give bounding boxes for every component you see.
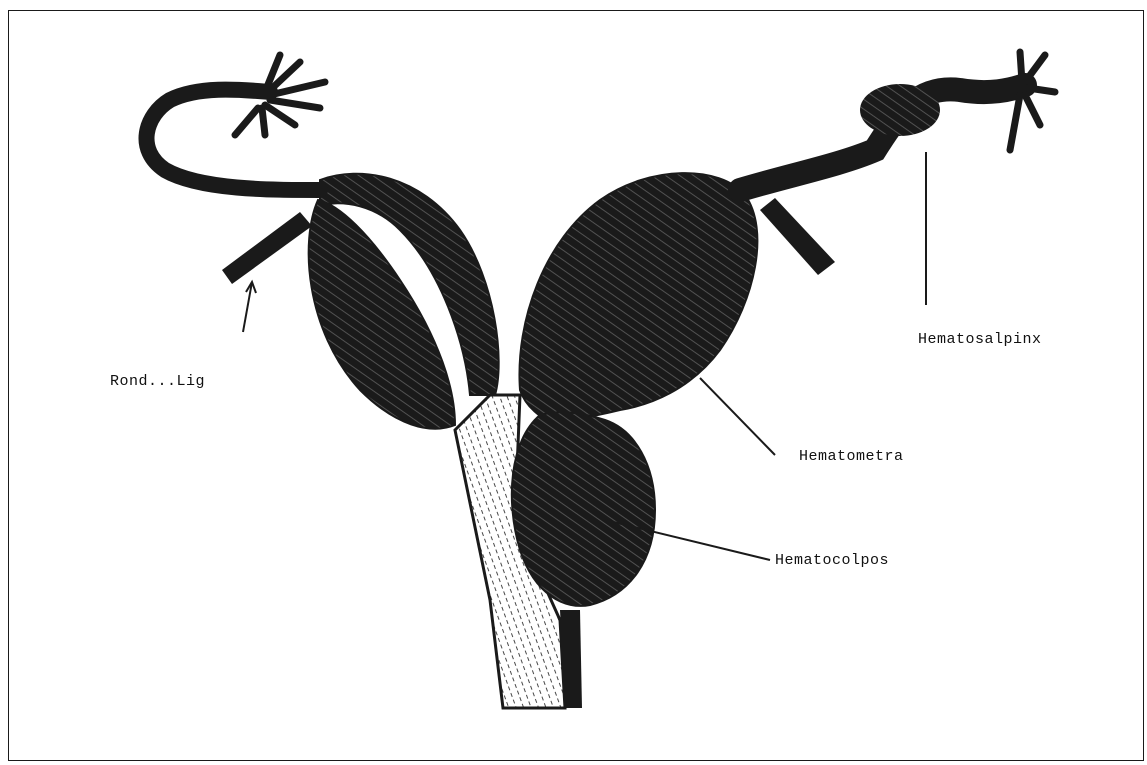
hematometra-leader — [700, 378, 775, 455]
hematometra-shape — [519, 173, 757, 425]
right-fimbriae — [1010, 52, 1055, 150]
round-ligament-label: Rond...Lig — [110, 373, 205, 390]
hematosalpinx-bulge — [860, 84, 940, 136]
hematocolpos-shape — [512, 412, 655, 606]
right-round-ligament — [760, 198, 835, 275]
left-round-ligament — [222, 212, 312, 284]
round-ligament-arrow — [243, 282, 256, 332]
hematocolpos-label: Hematocolpos — [775, 552, 889, 569]
hematosalpinx-label: Hematosalpinx — [918, 331, 1042, 348]
hematometra-label: Hematometra — [799, 448, 904, 465]
